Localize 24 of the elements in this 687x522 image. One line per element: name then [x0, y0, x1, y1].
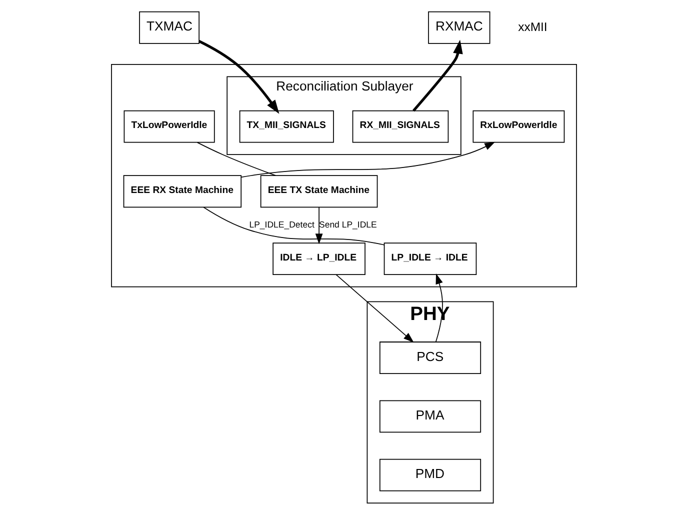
label: xxMII: [518, 20, 547, 34]
node-box: RxLowPowerIdle: [472, 110, 564, 143]
connector: [202, 206, 384, 246]
node-box: PCS: [378, 342, 481, 374]
node-box: LP_IDLE → IDLE: [383, 242, 476, 276]
edge-label: Send LP_IDLE: [318, 219, 376, 230]
node-box: EEE TX State Machine: [260, 175, 378, 208]
node-box: PMA: [378, 400, 481, 433]
arrow: [335, 274, 414, 343]
arrow: [198, 40, 279, 114]
node-box: RXMAC: [428, 11, 490, 44]
cluster: [110, 64, 576, 288]
connector: [196, 142, 276, 176]
arrow: [240, 142, 495, 178]
node-box: TX_MII_SIGNALS: [238, 110, 334, 143]
node-box: PMD: [378, 458, 481, 492]
arrow: [314, 206, 322, 244]
node-box: EEE RX State Machine: [122, 175, 242, 208]
arrow: [412, 40, 462, 112]
node-box: RX_MII_SIGNALS: [352, 110, 448, 143]
node-box: TXMAC: [138, 11, 200, 44]
node-box: IDLE → LP_IDLE: [272, 242, 365, 276]
node-box: TxLowPowerIdle: [123, 110, 214, 143]
edge-label: LP_IDLE_Detect: [248, 219, 314, 230]
